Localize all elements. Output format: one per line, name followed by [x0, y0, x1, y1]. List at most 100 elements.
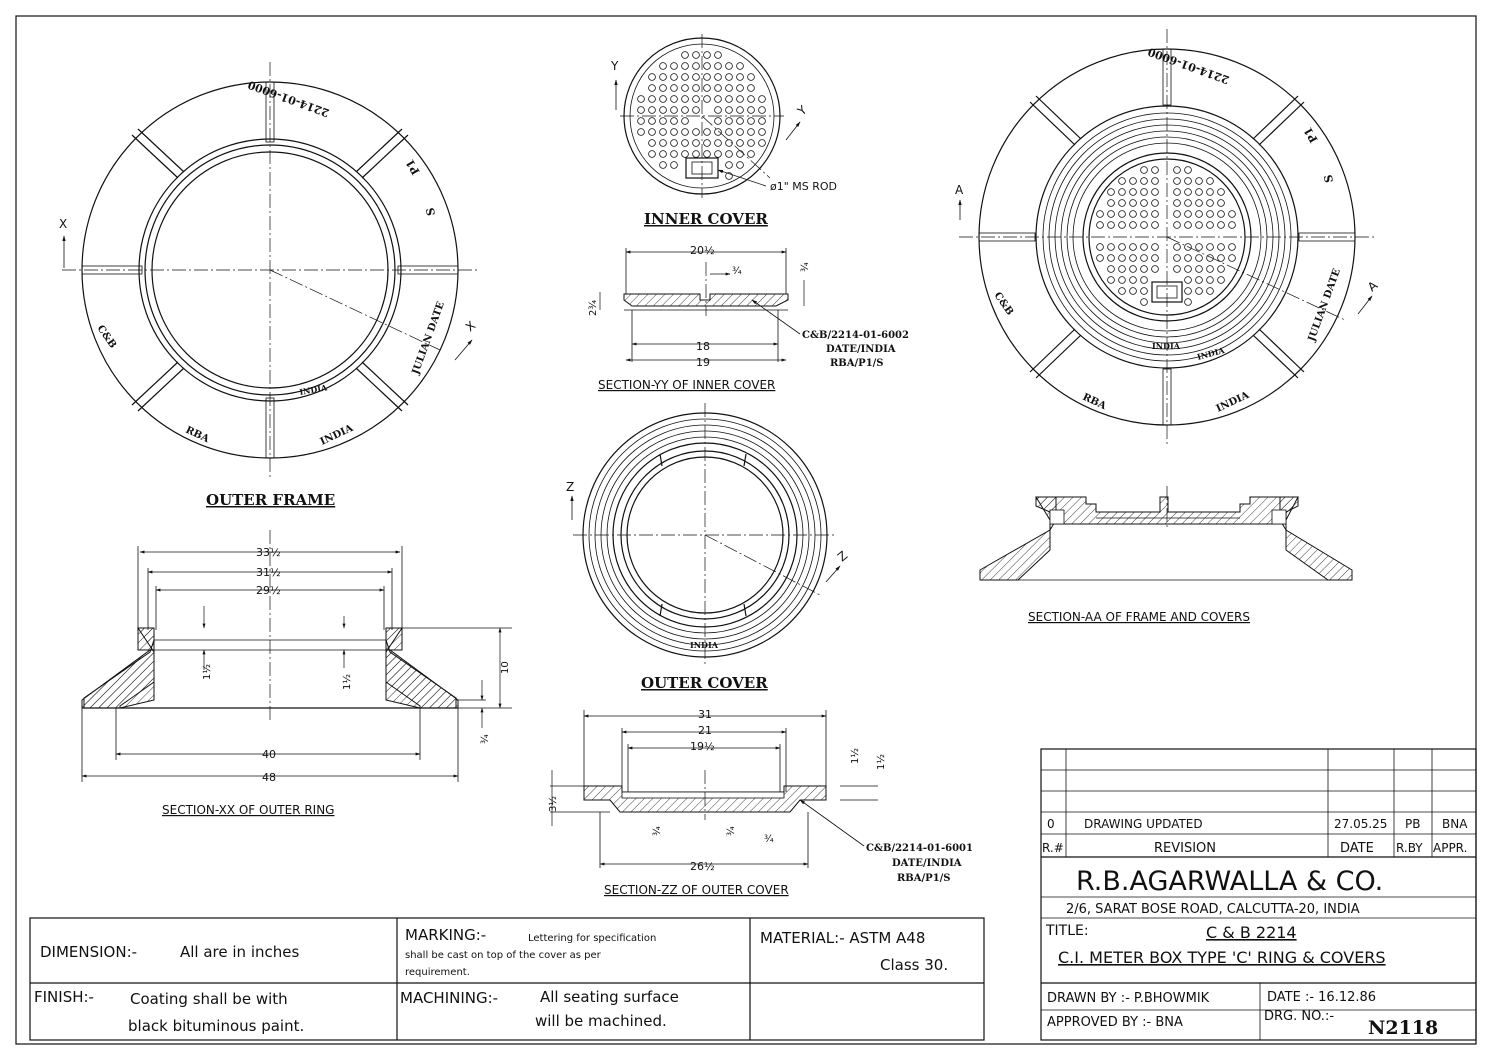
perforation-hole [747, 73, 755, 81]
outer-frame-marking-india-inner: INDIA [299, 382, 329, 397]
perforation-hole [1217, 243, 1225, 251]
perforation-hole [637, 106, 645, 114]
perforation-hole [637, 128, 645, 136]
zz-dim-0-75-a: ¾ [652, 826, 663, 836]
outer-cover-marking-india: INDIA [690, 640, 719, 650]
perforation-hole [681, 106, 689, 114]
drawing-number: N2118 [1368, 1017, 1438, 1039]
perforation-hole [1140, 276, 1148, 284]
perforation-hole [725, 84, 733, 92]
perforation-hole [747, 106, 755, 114]
perforation-hole [1140, 199, 1148, 207]
perforation-hole [692, 150, 700, 158]
perforation-hole [1206, 254, 1214, 262]
perforation-hole [725, 150, 733, 158]
perforation-hole [1195, 199, 1203, 207]
perforation-hole [1140, 210, 1148, 218]
perforation-hole [670, 106, 678, 114]
rev-row-date: 27.05.25 [1334, 817, 1387, 831]
assembly-marking-p1: P1 [1301, 125, 1320, 145]
xx-dim-1-5-b: 1½ [341, 674, 353, 690]
perforation-hole [1118, 243, 1126, 251]
perforation-hole [725, 73, 733, 81]
perforation-hole [1206, 177, 1214, 185]
perforation-hole [1195, 243, 1203, 251]
assembly-marking-india-b: INDIA [1215, 390, 1252, 415]
perforation-hole [736, 106, 744, 114]
assembly-marking-julian: JULIAN DATE [1306, 267, 1343, 344]
perforation-hole [1107, 243, 1115, 251]
perforation-hole [1129, 221, 1137, 229]
perforation-hole [681, 62, 689, 70]
rev-header-by: R.BY [1396, 841, 1423, 855]
perforation-hole [1140, 166, 1148, 174]
title-line-1: C & B 2214 [1206, 923, 1297, 942]
perforation-hole [1140, 243, 1148, 251]
perforation-hole [1129, 210, 1137, 218]
zz-note-line-1: C&B/2214-01-6001 [866, 843, 973, 854]
perforation-hole [1151, 199, 1159, 207]
perforation-hole [692, 51, 700, 59]
perforation-hole [648, 150, 656, 158]
yy-dim-0-75-b: ¾ [800, 262, 811, 272]
perforation-hole [758, 95, 766, 103]
perforation-hole [692, 84, 700, 92]
perforation-hole [703, 139, 711, 147]
perforation-hole [703, 150, 711, 158]
perforation-hole [692, 73, 700, 81]
perforation-hole [1118, 221, 1126, 229]
zz-dim-19-5: 19½ [690, 740, 715, 753]
perforation-hole [1217, 276, 1225, 284]
perforation-hole [670, 150, 678, 158]
perforation-hole [1195, 177, 1203, 185]
inner-cover-hole-pattern [637, 51, 766, 180]
perforation-hole [1173, 177, 1181, 185]
perforation-hole [725, 95, 733, 103]
perforation-hole [1129, 199, 1137, 207]
perforation-hole [1195, 287, 1203, 295]
perforation-hole [1151, 177, 1159, 185]
perforation-hole [703, 128, 711, 136]
perforation-hole [1107, 188, 1115, 196]
perforation-hole [703, 51, 711, 59]
perforation-hole [692, 128, 700, 136]
zz-dim-0-75-c: ¾ [764, 834, 774, 845]
perforation-hole [648, 106, 656, 114]
perforation-hole [659, 117, 667, 125]
perforation-hole [725, 139, 733, 147]
perforation-hole [1151, 265, 1159, 273]
perforation-hole [1151, 243, 1159, 251]
perforation-hole [1107, 265, 1115, 273]
perforation-hole [725, 128, 733, 136]
perforation-hole [692, 62, 700, 70]
perforation-hole [1184, 210, 1192, 218]
perforation-hole [714, 139, 722, 147]
rev-header-text: REVISION [1154, 841, 1216, 856]
perforation-hole [747, 150, 755, 158]
perforation-hole [1118, 199, 1126, 207]
perforation-hole [648, 128, 656, 136]
perforation-hole [670, 161, 678, 169]
outer-frame-marking-india-outer: INDIA [319, 423, 356, 448]
perforation-hole [1173, 221, 1181, 229]
rev-row-by: PB [1405, 817, 1420, 831]
perforation-hole [1140, 265, 1148, 273]
perforation-hole [1140, 188, 1148, 196]
inner-cover-section-y-left: Y [610, 59, 619, 73]
section-aa: SECTION-AA OF FRAME AND COVERS [979, 486, 1353, 624]
perforation-hole [1107, 221, 1115, 229]
perforation-hole [670, 128, 678, 136]
note-material-text: Class 30. [880, 956, 948, 974]
perforation-hole [681, 95, 689, 103]
perforation-hole [736, 84, 744, 92]
perforation-hole [747, 139, 755, 147]
yy-caption: SECTION-YY OF INNER COVER [598, 378, 775, 392]
assembly-view: 2214-01-6000 P1 S JULIAN DATE INDIA RBA … [955, 29, 1381, 445]
perforation-hole [1195, 210, 1203, 218]
perforation-hole [1096, 221, 1104, 229]
assembly-marking-code: 2214-01-6000 [1146, 45, 1231, 87]
perforation-hole [1129, 287, 1137, 295]
xx-caption: SECTION-XX OF OUTER RING [162, 803, 334, 817]
zz-dim-1-5-a: 1½ [849, 748, 861, 764]
